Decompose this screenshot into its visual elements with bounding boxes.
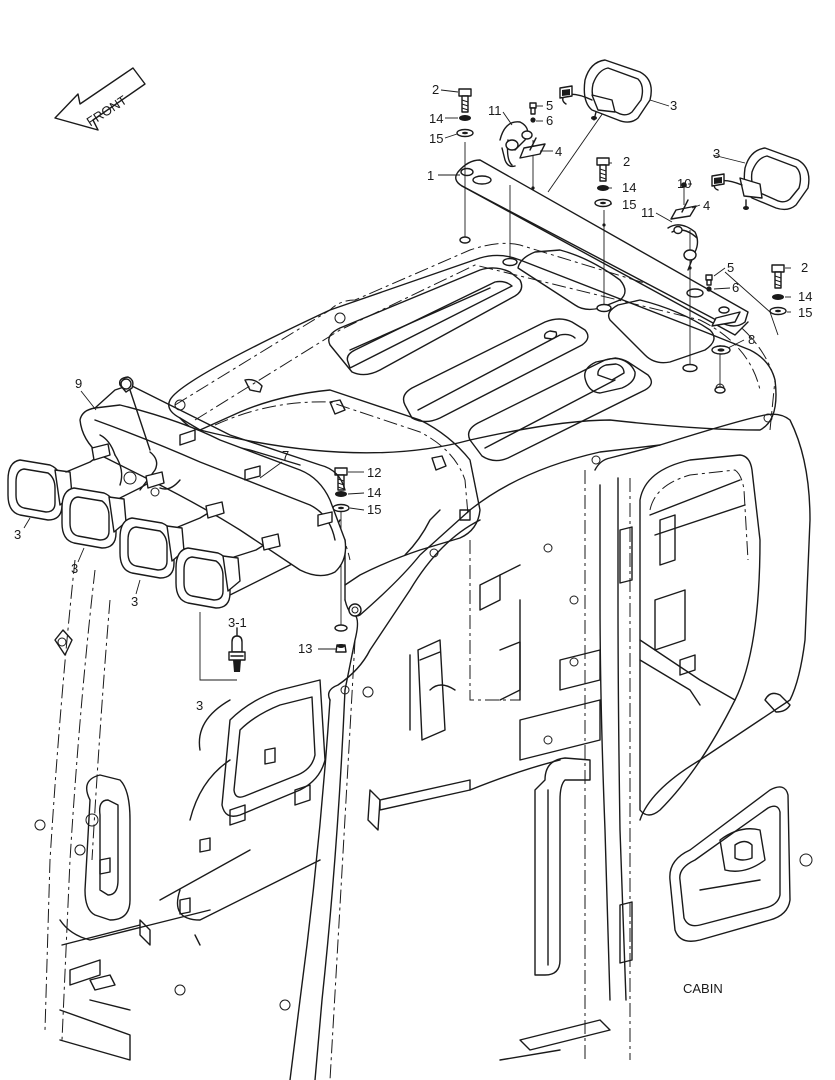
callout-7: 7 <box>282 448 289 463</box>
callout-6: 6 <box>732 280 739 295</box>
work-lamp-front-2 <box>61 471 165 549</box>
callout-15: 15 <box>429 131 443 146</box>
work-lamp-rear-lower <box>711 147 810 211</box>
callout-3: 3 <box>14 527 21 542</box>
callout-3: 3 <box>670 98 677 113</box>
callout-labels: 1 2 2 2 3 3 3 3 3 3 3 3-1 4 4 5 5 6 6 7 … <box>14 82 812 713</box>
bolt-stack-rear-right <box>769 264 787 316</box>
work-lamp-front-1 <box>7 443 111 521</box>
callout-8: 8 <box>748 332 755 347</box>
callout-2: 2 <box>801 260 808 275</box>
callout-15: 15 <box>798 305 812 320</box>
callout-6: 6 <box>546 113 553 128</box>
work-lamp-front-3 <box>119 501 225 579</box>
callout-14: 14 <box>622 180 636 195</box>
callout-2: 2 <box>432 82 439 97</box>
front-arrow-icon: FRONT <box>54 67 146 131</box>
callout-12: 12 <box>367 465 381 480</box>
front-arrow-label: FRONT <box>84 92 130 129</box>
front-light-bracket <box>79 376 347 577</box>
callout-10: 10 <box>677 176 691 191</box>
callout-3: 3 <box>713 146 720 161</box>
callout-1: 1 <box>427 168 434 183</box>
callout-2: 2 <box>623 154 630 169</box>
callout-14: 14 <box>798 289 812 304</box>
lamp-bulb <box>228 627 246 672</box>
work-lamp-rear-upper <box>559 59 652 123</box>
bolt-stack-rear-mid <box>594 157 612 208</box>
work-lamp-front-4 <box>175 533 281 609</box>
screw-item-10 <box>681 182 687 205</box>
harness-rear-upper <box>499 121 533 168</box>
callout-3: 3 <box>131 594 138 609</box>
screw-rear-upper <box>529 102 537 123</box>
bolt-stack-rear-left <box>456 88 474 138</box>
callout-4: 4 <box>703 198 710 213</box>
harness-rear-lower <box>667 224 699 271</box>
callout-14: 14 <box>429 111 443 126</box>
screw-rear-lower <box>705 274 713 292</box>
diagram-title: CABIN <box>683 981 723 996</box>
callout-11: 11 <box>641 205 655 220</box>
callout-3-1: 3-1 <box>228 615 247 630</box>
callout-4: 4 <box>555 144 562 159</box>
leader-lines <box>23 89 791 681</box>
callout-5: 5 <box>727 260 734 275</box>
callout-3: 3 <box>196 698 203 713</box>
clip-rear-lower <box>670 199 741 327</box>
callout-15: 15 <box>367 502 381 517</box>
callout-14: 14 <box>367 485 381 500</box>
clip-rear-upper <box>519 137 546 159</box>
callout-13: 13 <box>298 641 312 656</box>
callout-3: 3 <box>71 561 78 576</box>
callout-9: 9 <box>75 376 82 391</box>
callout-11: 11 <box>488 103 502 118</box>
callout-15: 15 <box>622 197 636 212</box>
callout-5: 5 <box>546 98 553 113</box>
rear-light-bracket <box>455 159 749 336</box>
